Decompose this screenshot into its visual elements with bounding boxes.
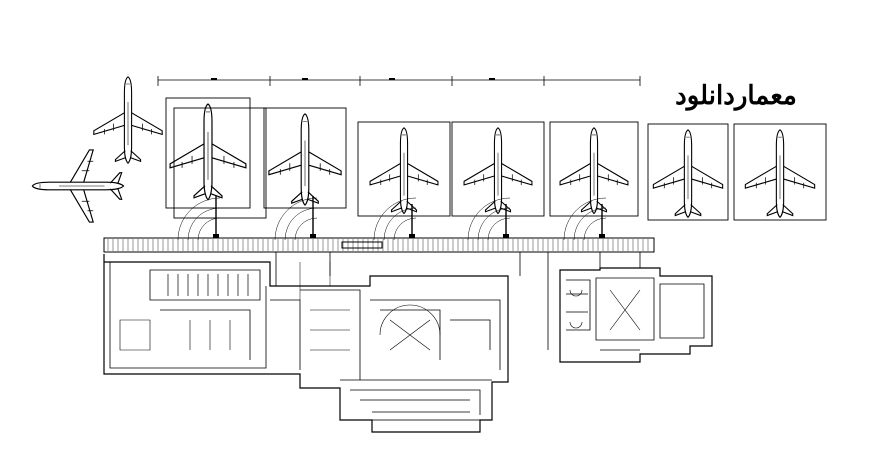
aircraft-stand [357, 121, 451, 241]
aircraft-icon [559, 127, 629, 215]
aircraft-top-view [93, 76, 163, 164]
aircraft-stands [165, 97, 827, 241]
pier-connectors [275, 252, 641, 350]
aircraft-stand [451, 121, 545, 241]
annex-floor-plan [559, 267, 713, 363]
aircraft-icon [744, 129, 816, 218]
aircraft-icon [369, 127, 439, 215]
pier-corridor [103, 237, 655, 253]
aircraft-icon [268, 113, 342, 206]
aircraft-icon [652, 129, 724, 218]
aircraft-icon [169, 103, 247, 201]
aircraft-stand [647, 123, 729, 221]
terminal-floor-plan [103, 254, 509, 433]
aircraft-stand [263, 107, 347, 241]
aircraft-stand [733, 123, 827, 221]
dimension-line [157, 76, 641, 86]
watermark-text: معماردانلود [675, 81, 797, 111]
aircraft-rotated-view [31, 149, 125, 223]
aircraft-stand [549, 121, 639, 241]
aircraft-icon [463, 127, 533, 215]
aircraft-stand [165, 97, 267, 241]
